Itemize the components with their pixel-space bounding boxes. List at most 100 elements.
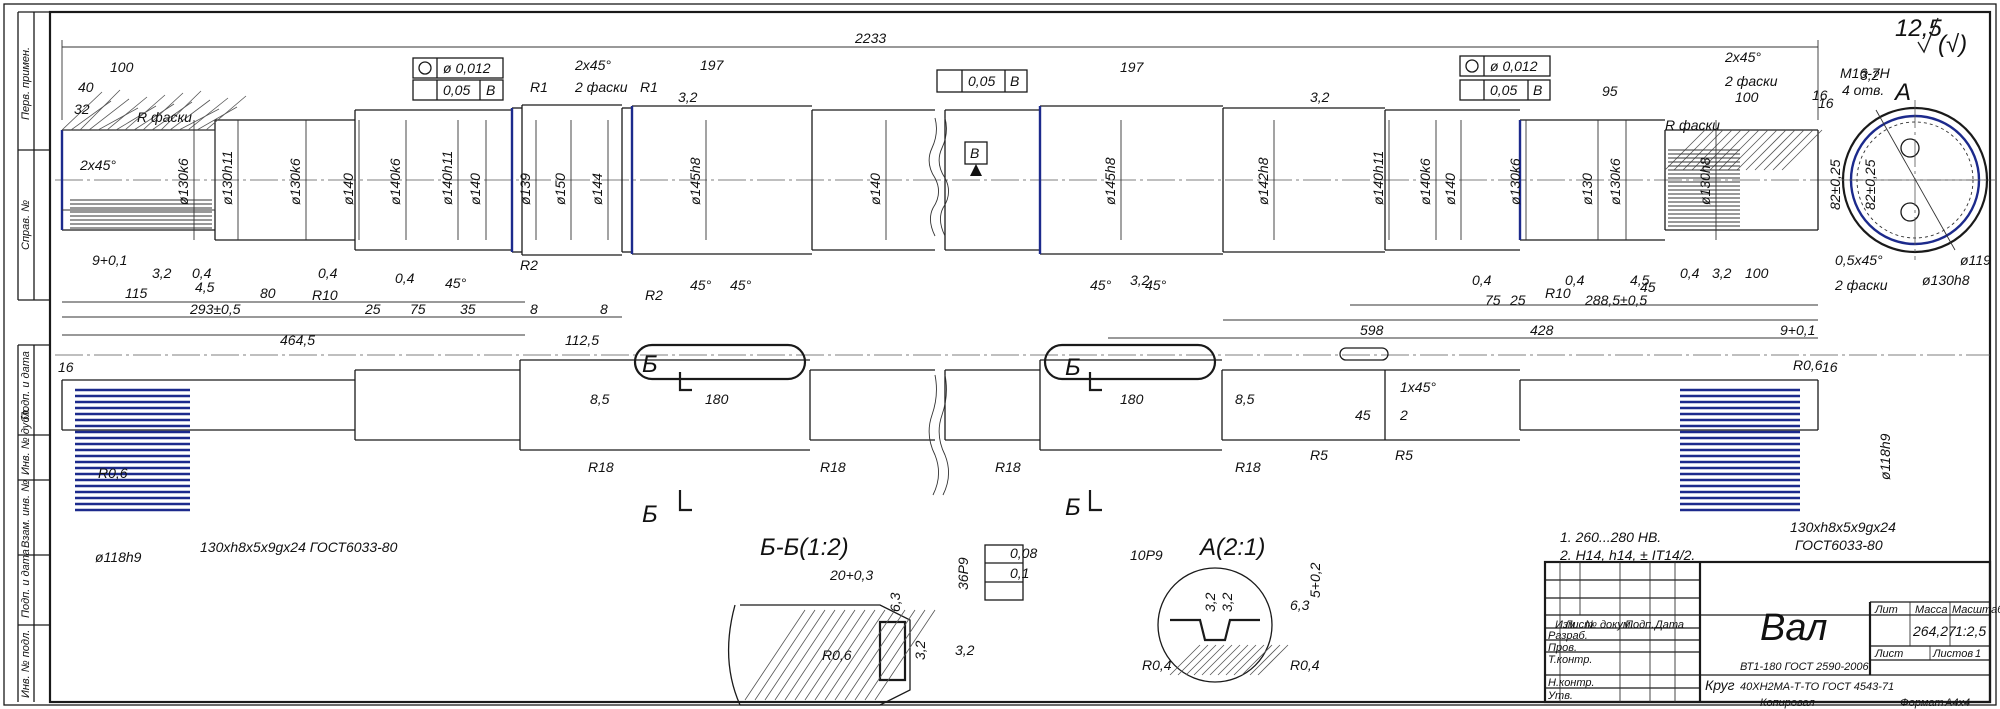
dim-top-0: 100 [110, 59, 134, 75]
title-material: 40ХН2МА-Т-ТО ГОСТ 4543-71 [1740, 681, 1894, 693]
blabel-5: 180 [705, 391, 729, 407]
blabel-14: R18 [995, 459, 1021, 475]
len-11: 428 [1530, 322, 1554, 338]
len-5: 35 [460, 301, 476, 317]
other-5: 82±0,25 [1827, 159, 1843, 210]
hatch-line [133, 103, 175, 131]
len-0: 115 [125, 285, 148, 301]
hatch-line [1736, 129, 1778, 171]
hatch-line [1169, 644, 1201, 676]
blabel-3: 130xh8x5x9gx24 ГОСТ6033-80 [200, 539, 398, 555]
dim-bot-6: 0,4 [395, 270, 415, 286]
hatch-line [784, 609, 846, 701]
dim-bot-10: 45° [690, 277, 712, 293]
sheet-label: Лист [1874, 648, 1903, 660]
hatch-line [754, 609, 816, 701]
blabel-15: R18 [1235, 459, 1261, 475]
stamp-doc: № докум. [1585, 619, 1633, 631]
bb-5: 36P9 [955, 557, 971, 590]
blabel-1: R0,6 [98, 465, 128, 481]
dia-8: ø150 [552, 173, 568, 205]
dia-19: ø130k6 [1607, 158, 1623, 205]
blabel-9: Б [642, 501, 658, 528]
bottom-view-shaft [55, 343, 1990, 512]
role-4: Н.контр. [1548, 677, 1595, 689]
inner-frame [48, 10, 1992, 704]
dia-11: ø140 [867, 173, 883, 205]
dim-bot-21: 100 [1745, 265, 1769, 281]
hatch-line [1763, 129, 1805, 171]
blabel-25: ГОСТ6033-80 [1795, 537, 1883, 553]
dia-18: ø130 [1579, 173, 1595, 205]
dim-top-10: 197 [1120, 59, 1145, 75]
thread-count: 4 отв. [1842, 82, 1884, 98]
dim-bot-12: 45° [1090, 277, 1112, 293]
section-bb-title: Б-Б(1:2) [760, 534, 849, 561]
len-9: 112,5 [565, 332, 599, 348]
hatch-line [874, 609, 936, 701]
hatch-line [169, 99, 211, 131]
stamp-izm: Изм [1555, 619, 1576, 631]
blabel-20: R5 [1395, 447, 1413, 463]
hatch-line [178, 108, 220, 131]
a-4: 5+0,2 [1307, 562, 1323, 598]
tol-3: 0,05 [968, 73, 995, 89]
datum-b: B [970, 145, 979, 161]
lit-label: Лит [1874, 604, 1898, 616]
hatch-line [1225, 644, 1257, 676]
blabel-17: 45 [1355, 407, 1371, 423]
other-7: ø119 [1960, 252, 1991, 268]
side-label-3: Подп. и дата [20, 351, 32, 420]
dia-3: ø140 [340, 173, 356, 205]
side-label-6: Подп. и дата [20, 549, 32, 618]
hatch-line [115, 105, 157, 131]
hatch-line [1754, 129, 1796, 171]
len-4: 75 [410, 301, 426, 317]
len-13: 25 [1509, 292, 1526, 308]
blabel-12: 180 [1120, 391, 1144, 407]
a-5: R0,4 [1142, 657, 1172, 673]
dim-bot-16: R10 [1545, 285, 1571, 301]
tol-2-datum: B [486, 82, 495, 98]
stamp-date: Дата [1653, 619, 1684, 631]
blabel-24: 130xh8x5x9gx24 [1790, 519, 1896, 535]
dim-top-6: R1 [640, 79, 658, 95]
role-5: Утв. [1547, 690, 1573, 702]
mass-label: Масса [1915, 604, 1948, 616]
len-1: 293±0,5 [189, 301, 241, 317]
scale-label: Масштаб [1952, 604, 2000, 616]
a-2: 3,2 [1219, 592, 1235, 612]
blabel-6: R18 [588, 459, 614, 475]
hatch-line [1241, 644, 1273, 676]
dim-bot-0: 9+0,1 [92, 252, 127, 268]
tol-5: 0,05 [1490, 82, 1517, 98]
dim-top-2: 32 [74, 101, 90, 117]
hatch-line [764, 609, 826, 701]
tol-1: ø 0,012 [443, 60, 491, 76]
hatch-line [142, 92, 184, 131]
dia-10: ø145h8 [687, 157, 703, 205]
other-8: ø130h8 [1922, 272, 1970, 288]
hatch-line [1185, 644, 1217, 676]
dim-bot-17: 0,4 [1565, 272, 1585, 288]
dia-0: ø130k6 [175, 158, 191, 205]
bb-4: 3,2 [955, 642, 975, 658]
blabel-13: 8,5 [1235, 391, 1255, 407]
other-3: 3,2 [1860, 67, 1880, 83]
hatch-line [205, 95, 247, 131]
format-value: А4х4 [1944, 697, 1970, 709]
bb-3: 3,2 [912, 640, 928, 660]
side-label-4: Инв. № дубл. [20, 407, 32, 475]
tol-2: 0,05 [443, 82, 470, 98]
hatch-line [1249, 644, 1281, 676]
hatch-line [1781, 129, 1823, 171]
hatch-line [1177, 644, 1209, 676]
title-material-prefix: Круг [1705, 677, 1735, 693]
dim-overall-label: 2233 [854, 30, 886, 46]
dim-bot-9: R2 [645, 287, 663, 303]
thread-label: M16-7H [1840, 65, 1891, 81]
dim-overall: 2233 [61, 30, 1819, 120]
hatch-line [1257, 644, 1289, 676]
